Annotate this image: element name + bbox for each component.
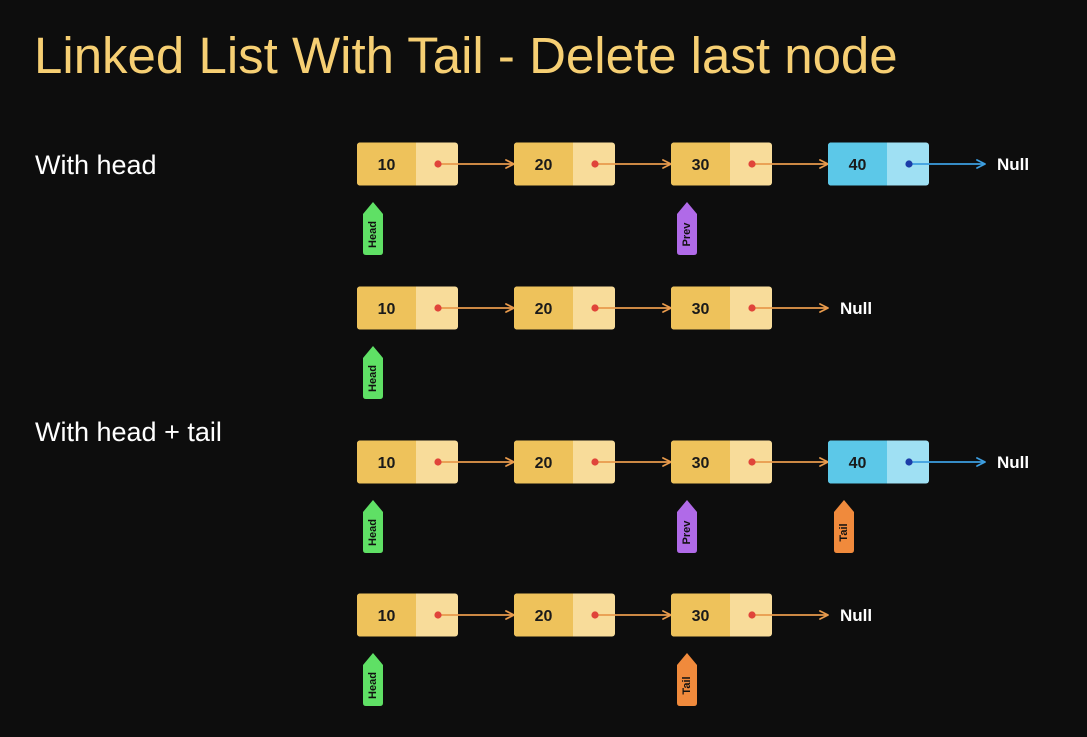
- node-value-field: [671, 440, 730, 484]
- pointer-shape: [677, 202, 697, 255]
- list-node: 20: [514, 593, 672, 637]
- pointer-label: Tail: [681, 676, 693, 694]
- pointer-label: Head: [367, 365, 379, 392]
- node-value: 10: [378, 157, 396, 174]
- list-node: 20: [514, 142, 672, 186]
- node-value: 10: [378, 301, 396, 318]
- tail-pointer-tag: Tail: [677, 653, 697, 706]
- node-value-field: [828, 142, 887, 186]
- list-node: 20: [514, 286, 672, 330]
- prev-pointer-tag: Prev: [677, 202, 697, 255]
- section-label-with-head-tail: With head + tail: [35, 417, 222, 447]
- node-value-field: [514, 142, 573, 186]
- list-node: 30: [671, 440, 829, 484]
- list-node: 40: [828, 440, 986, 484]
- pointer-shape: [363, 202, 383, 255]
- node-value: 40: [849, 455, 867, 472]
- head-pointer-tag: Head: [363, 202, 383, 255]
- node-value: 20: [535, 157, 553, 174]
- list-node: 30: [671, 286, 829, 330]
- next-dot: [591, 611, 599, 619]
- node-value: 10: [378, 455, 396, 472]
- node-value: 30: [692, 157, 710, 174]
- list-node: 40: [828, 142, 986, 186]
- tail-pointer-tag: Tail: [834, 500, 854, 553]
- list-node: 20: [514, 440, 672, 484]
- pointer-label: Head: [367, 221, 379, 248]
- node-value-field: [514, 593, 573, 637]
- node-value-field: [357, 286, 416, 330]
- next-dot: [748, 160, 756, 168]
- pointer-shape: [363, 346, 383, 399]
- list-node: 30: [671, 142, 829, 186]
- next-dot: [748, 458, 756, 466]
- list-node: 10: [357, 593, 515, 637]
- next-dot: [591, 458, 599, 466]
- node-value: 30: [692, 608, 710, 625]
- null-label: Null: [840, 606, 872, 625]
- pointer-shape: [677, 653, 697, 706]
- node-value: 10: [378, 608, 396, 625]
- node-value: 20: [535, 608, 553, 625]
- list-node: 10: [357, 142, 515, 186]
- node-value: 40: [849, 157, 867, 174]
- node-value-field: [514, 440, 573, 484]
- prev-pointer-tag: Prev: [677, 500, 697, 553]
- head-pointer-tag: Head: [363, 500, 383, 553]
- node-value: 20: [535, 301, 553, 318]
- next-dot: [434, 611, 442, 619]
- next-dot: [434, 304, 442, 312]
- list-node: 30: [671, 593, 829, 637]
- page-title: Linked List With Tail - Delete last node: [34, 27, 898, 84]
- node-value-field: [357, 593, 416, 637]
- pointer-label: Prev: [681, 520, 693, 545]
- next-dot: [591, 160, 599, 168]
- section-label-with-head: With head: [35, 150, 157, 180]
- head-pointer-tag: Head: [363, 653, 383, 706]
- node-value: 30: [692, 301, 710, 318]
- pointer-label: Head: [367, 672, 379, 699]
- node-value-field: [357, 142, 416, 186]
- pointer-shape: [363, 653, 383, 706]
- next-dot: [905, 160, 913, 168]
- head-pointer-tag: Head: [363, 346, 383, 399]
- pointer-shape: [834, 500, 854, 553]
- node-value-field: [671, 142, 730, 186]
- node-value-field: [357, 440, 416, 484]
- next-dot: [434, 458, 442, 466]
- null-label: Null: [840, 299, 872, 318]
- pointer-label: Tail: [838, 523, 850, 541]
- pointer-shape: [677, 500, 697, 553]
- list-node: 10: [357, 286, 515, 330]
- list-node: 10: [357, 440, 515, 484]
- node-value: 20: [535, 455, 553, 472]
- node-value-field: [671, 593, 730, 637]
- next-dot: [434, 160, 442, 168]
- null-label: Null: [997, 453, 1029, 472]
- node-value-field: [828, 440, 887, 484]
- pointer-label: Head: [367, 519, 379, 546]
- node-value-field: [514, 286, 573, 330]
- next-dot: [591, 304, 599, 312]
- node-value: 30: [692, 455, 710, 472]
- node-value-field: [671, 286, 730, 330]
- next-dot: [748, 611, 756, 619]
- next-dot: [905, 458, 913, 466]
- pointer-shape: [363, 500, 383, 553]
- pointer-label: Prev: [681, 222, 693, 247]
- next-dot: [748, 304, 756, 312]
- null-label: Null: [997, 155, 1029, 174]
